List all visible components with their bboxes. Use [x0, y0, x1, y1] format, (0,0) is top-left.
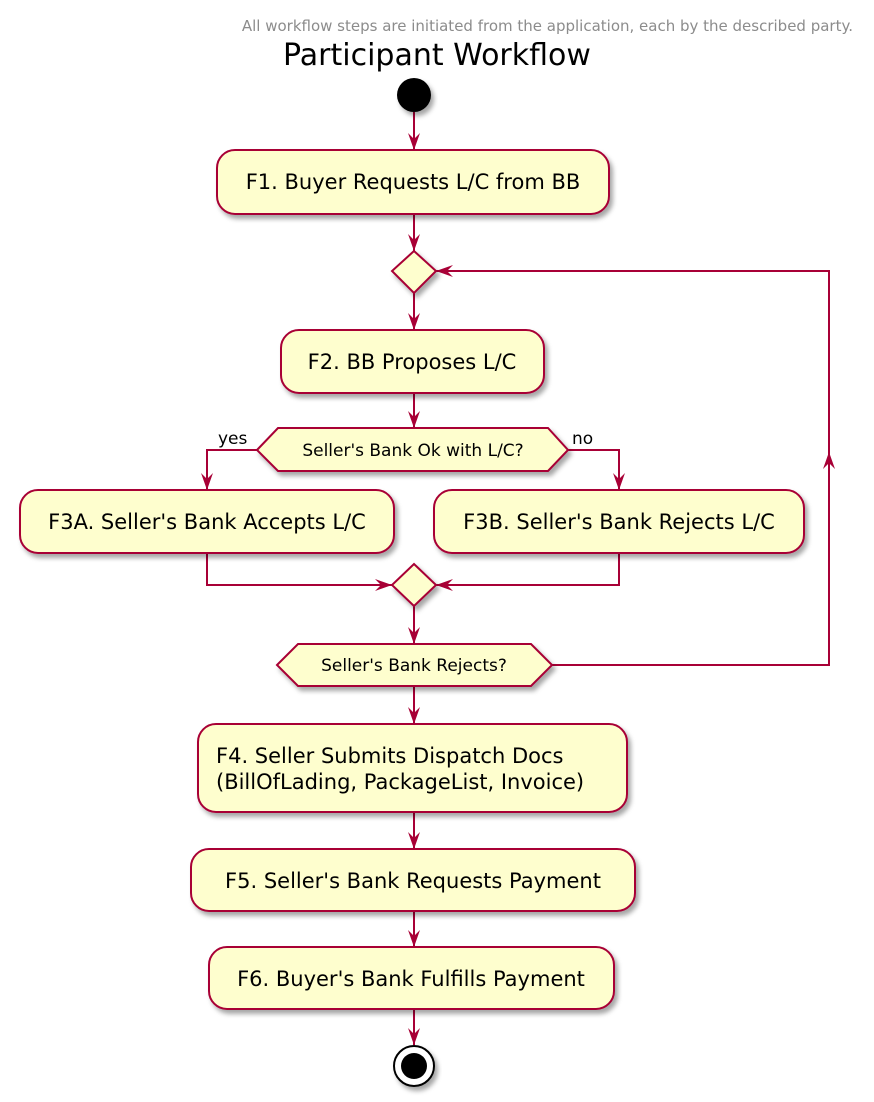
step-f1-box	[216, 149, 610, 215]
arrowhead	[375, 579, 392, 591]
merge-diamond	[390, 249, 438, 295]
connector-f3a-merge	[206, 553, 392, 586]
step-f3a-box	[19, 489, 395, 554]
decision-seller-ok	[255, 427, 570, 472]
step-f4-box	[197, 723, 628, 813]
arrowhead	[201, 473, 213, 490]
step-f2-box	[280, 329, 545, 394]
merge-diamond	[390, 562, 438, 608]
step-f3b-box	[433, 489, 805, 554]
step-f5-box	[190, 848, 636, 912]
step-f2-label: F2. BB Proposes L/C	[308, 350, 517, 374]
step-f3b-label: F3B. Seller's Bank Rejects L/C	[463, 510, 775, 534]
arrowhead	[408, 313, 420, 330]
branch-no-label: no	[572, 429, 593, 449]
step-f6-box	[208, 946, 615, 1010]
arrowhead	[408, 627, 420, 644]
decision-seller-rejects-label: Seller's Bank Rejects?	[321, 656, 507, 676]
arrowhead	[408, 930, 420, 947]
step-f1-label: F1. Buyer Requests L/C from BB	[246, 170, 581, 194]
arrowhead	[436, 579, 453, 591]
connector-yes-branch	[206, 449, 257, 490]
step-f6-label: F6. Buyer's Bank Fulfills Payment	[237, 967, 585, 991]
step-f4-label-line2: (BillOfLading, PackageList, Invoice)	[216, 770, 584, 794]
step-f4-label-line1: F4. Seller Submits Dispatch Docs	[216, 744, 563, 768]
arrowhead	[408, 832, 420, 849]
arrowhead	[408, 1028, 420, 1045]
arrowhead	[408, 234, 420, 251]
end-node	[393, 1045, 435, 1087]
arrowhead	[823, 452, 835, 469]
arrowhead	[436, 265, 453, 277]
connector-f3b-merge	[436, 553, 620, 586]
decision-seller-ok-label: Seller's Bank Ok with L/C?	[302, 441, 523, 461]
start-node	[397, 78, 431, 112]
step-f3a-label: F3A. Seller's Bank Accepts L/C	[48, 510, 366, 534]
connector-no-branch	[568, 449, 620, 490]
step-f5-label: F5. Seller's Bank Requests Payment	[225, 869, 601, 893]
branch-yes-label: yes	[218, 429, 248, 449]
arrowhead	[408, 707, 420, 724]
arrowhead	[408, 411, 420, 428]
connector-loop-back	[436, 270, 830, 666]
header-note: All workflow steps are initiated from th…	[241, 17, 853, 35]
decision-seller-rejects	[275, 643, 554, 687]
arrowhead	[408, 133, 420, 150]
diagram-title: Participant Workflow	[283, 38, 591, 73]
arrowhead	[613, 473, 625, 490]
